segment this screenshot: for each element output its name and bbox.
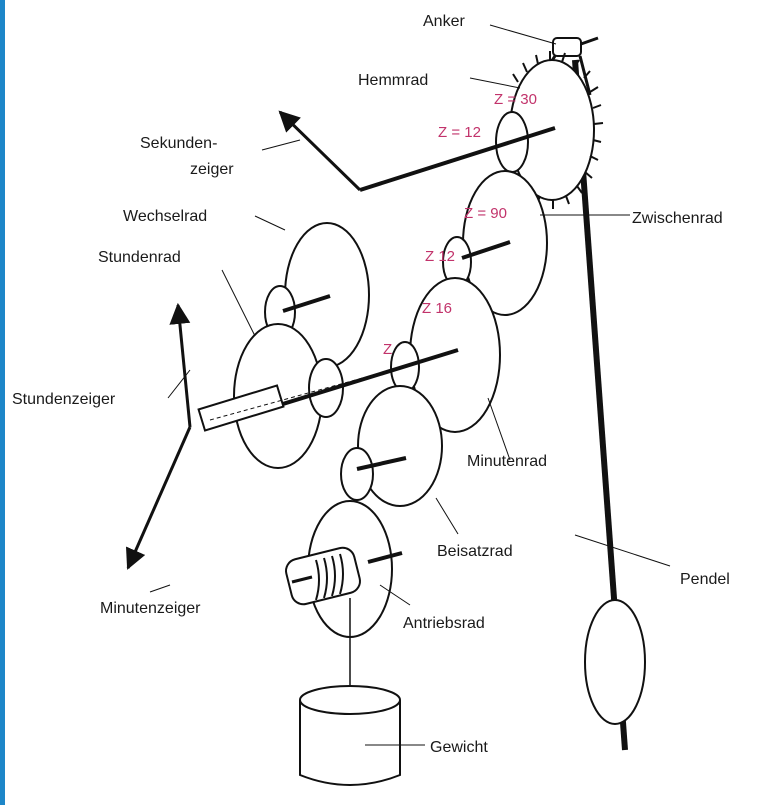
label-beisatzrad: Beisatzrad <box>437 543 513 560</box>
hands <box>128 305 190 568</box>
label-zwischenrad: Zwischenrad <box>632 210 723 227</box>
drive-wheel <box>283 501 402 637</box>
label-stundenzeiger: Stundenzeiger <box>12 391 116 408</box>
label-hemmrad: Hemmrad <box>358 72 428 89</box>
pinion-wheel <box>341 386 442 506</box>
label-gewicht: Gewicht <box>430 739 488 756</box>
tooth-hemmrad-pinion: Z = 12 <box>438 124 481 141</box>
label-wechselrad: Wechselrad <box>123 208 207 225</box>
label-pendel: Pendel <box>680 571 730 588</box>
pinion-small <box>341 448 373 500</box>
pendulum-bob <box>585 600 645 724</box>
tooth-hemmrad: Z = 30 <box>494 91 537 108</box>
label-minutenzeiger: Minutenzeiger <box>100 600 201 617</box>
tooth-zwischenrad-pinion: Z 12 <box>425 248 455 265</box>
tooth-zwischenrad: Z = 90 <box>464 205 507 222</box>
label-stundenrad: Stundenrad <box>98 249 181 266</box>
label-sekundenzeiger-2: zeiger <box>190 161 234 178</box>
tooth-minutenrad-pinion: Z <box>383 341 392 358</box>
label-sekundenzeiger-1: Sekunden- <box>140 135 217 152</box>
label-antriebsrad: Antriebsrad <box>403 615 485 632</box>
tooth-minutenrad: Z 16 <box>422 300 452 317</box>
label-minutenrad: Minutenrad <box>467 453 547 470</box>
weight <box>300 598 400 785</box>
label-anker: Anker <box>423 13 465 30</box>
